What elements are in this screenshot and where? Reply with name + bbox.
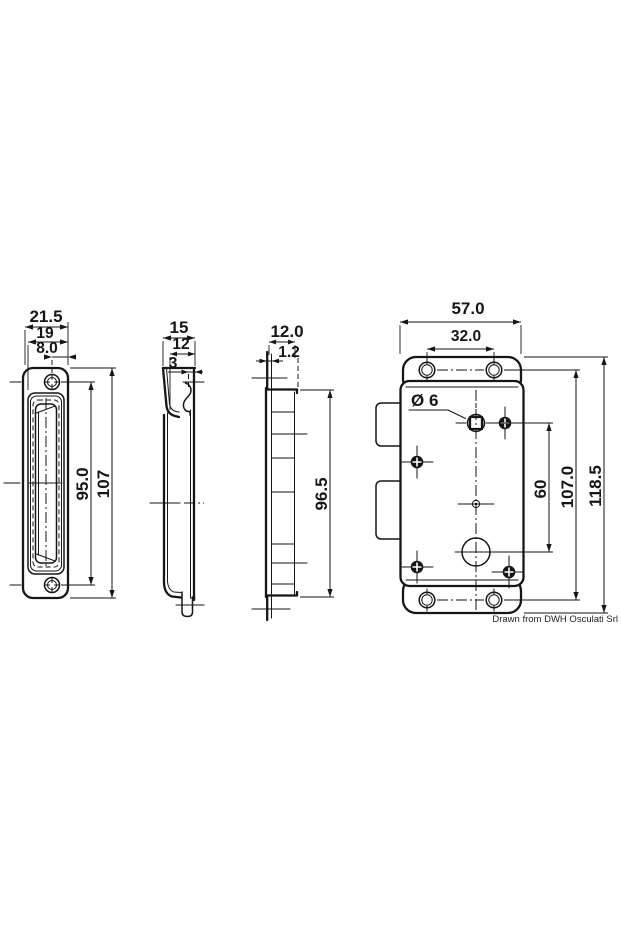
back-screw-hole-top-right xyxy=(485,358,503,382)
dim-front-hole-offset: 8.0 xyxy=(36,340,58,357)
dim-front-hole-spacing: 95.0 xyxy=(73,467,92,500)
dim-front-width-total: 21.5 xyxy=(29,307,62,326)
back-large-hole xyxy=(454,537,498,567)
front-screw-hole-bottom xyxy=(43,576,61,594)
side-top-bend-outer xyxy=(165,404,181,419)
front-plate-outline xyxy=(21,366,70,600)
dim-back-hole-spacing-v: 107.0 xyxy=(558,466,577,509)
dim-striker-thickness: 1.2 xyxy=(278,344,300,361)
side-flange-slant-inner xyxy=(166,367,170,405)
view-striker-section: 12.0 1.2 96.5 xyxy=(251,322,334,622)
back-screw-hole-bottom-left xyxy=(418,588,436,612)
side-flange-slant-outer xyxy=(161,366,168,408)
side-top-bend-inner xyxy=(169,403,180,413)
back-screw-hole-top-left xyxy=(418,358,436,382)
credit-text: Drawn from DWH Osculati Srl xyxy=(492,614,618,625)
dim-back-hole-spacing: 32.0 xyxy=(451,328,481,345)
dim-front-width-inner: 19 xyxy=(36,325,54,342)
back-body-outline xyxy=(399,379,525,588)
back-rivet-lower-right xyxy=(491,555,525,589)
dim-side-lip: 3 xyxy=(169,355,178,372)
dim-striker-height: 96.5 xyxy=(312,477,331,510)
back-rivet-upper-left xyxy=(401,445,434,479)
side-spring-hook-top xyxy=(182,382,192,416)
dim-back-width-total: 57.0 xyxy=(451,299,484,318)
dim-side-depth-total: 15 xyxy=(170,318,189,337)
back-screw-hole-bottom-right xyxy=(485,588,503,612)
view-side-profile: 15 12 3 xyxy=(149,318,205,618)
front-screw-hole-top xyxy=(43,373,61,391)
label-leader xyxy=(447,409,466,419)
view-front-plate: 21.5 19 8.0 95.0 107 xyxy=(3,307,116,600)
dim-striker-depth: 12.0 xyxy=(270,322,303,341)
side-spring-hook-bottom xyxy=(181,591,194,618)
dim-front-height-total: 107 xyxy=(94,470,113,498)
side-bottom-bend-outer xyxy=(162,581,183,599)
side-bottom-bend-inner xyxy=(167,580,182,593)
view-back-body: Ø 6 57. xyxy=(375,299,608,615)
front-cup-outline xyxy=(27,392,65,575)
back-center-pin xyxy=(457,499,495,509)
dim-back-height-total: 118.5 xyxy=(586,465,605,507)
back-rivet-lower-left xyxy=(401,550,434,584)
front-latch-bevel-top xyxy=(36,405,56,414)
dim-back-pin-spacing: 60 xyxy=(531,480,550,499)
dim-side-depth-body: 12 xyxy=(172,336,189,353)
label-hole-diameter: Ø 6 xyxy=(411,391,438,410)
